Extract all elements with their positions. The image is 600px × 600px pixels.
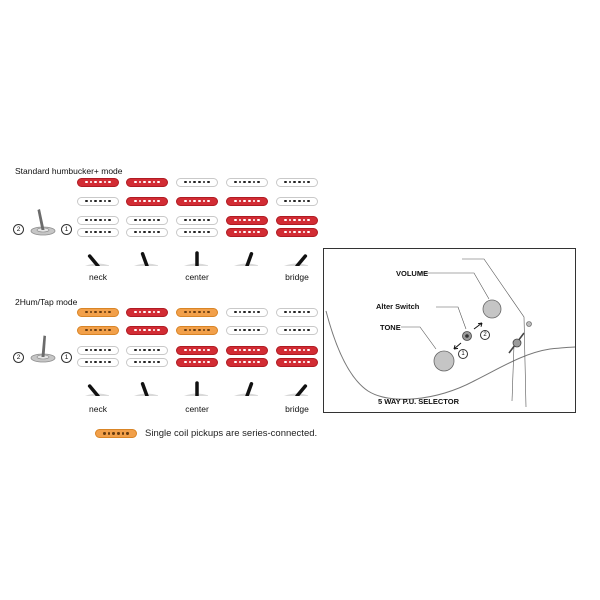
pickup-middle [226, 326, 268, 335]
pickup-humbucker-coil [226, 358, 268, 367]
selector-position-icon [234, 252, 258, 266]
pickup-top [77, 178, 119, 187]
pickup-humbucker-coil [176, 216, 218, 225]
position-label-neck: neck [89, 404, 107, 414]
switch-number-1: 1 [61, 224, 72, 235]
switch-number-2: 2 [13, 352, 24, 363]
selector-position-icon [184, 381, 208, 396]
position-label-bridge: bridge [285, 272, 309, 282]
selector-position-icon [284, 384, 308, 396]
controls-diagram: VOLUME Alter Switch TONE 5 WAY P.U. SELE… [323, 248, 576, 413]
legend: Single coil pickups are series-connected… [95, 428, 317, 439]
selector-position-icon [284, 254, 308, 266]
mini-toggle-switch-icon [30, 335, 56, 363]
pickup-humbucker-coil [276, 346, 318, 355]
pickup-top [126, 308, 168, 317]
pickup-middle [77, 326, 119, 335]
pickup-middle [276, 326, 318, 335]
pickup-humbucker-coil [276, 228, 318, 237]
pickup-middle [126, 326, 168, 335]
pickup-humbucker-coil [77, 228, 119, 237]
pickup-humbucker-coil [176, 228, 218, 237]
pickup-humbucker-coil [126, 346, 168, 355]
pickup-humbucker-coil [276, 216, 318, 225]
pickup-humbucker-coil [276, 358, 318, 367]
pickup-humbucker-coil [226, 346, 268, 355]
pickup-top [176, 308, 218, 317]
pickup-top [176, 178, 218, 187]
mode-title-standard: Standard humbucker+ mode [15, 166, 123, 176]
alter-position-2: 2 [480, 330, 490, 340]
pickup-humbucker-coil [226, 228, 268, 237]
selector-position-icon [234, 382, 258, 396]
selector-position-icon [134, 252, 158, 266]
pickup-humbucker-coil [176, 346, 218, 355]
pickup-top [276, 308, 318, 317]
pickup-middle [77, 197, 119, 206]
alter-position-1: 1 [458, 349, 468, 359]
legend-text: Single coil pickups are series-connected… [145, 428, 318, 439]
selector-position-icon [134, 382, 158, 396]
position-label-center: center [185, 272, 209, 282]
pickup-humbucker-coil [126, 228, 168, 237]
pickup-humbucker-coil [77, 358, 119, 367]
pickup-humbucker-coil [126, 216, 168, 225]
pickup-top [226, 178, 268, 187]
pickup-middle [226, 197, 268, 206]
pickup-middle [176, 197, 218, 206]
pickup-humbucker-coil [226, 216, 268, 225]
mode-title-2hum-tap: 2Hum/Tap mode [15, 297, 78, 307]
volume-label: VOLUME [396, 269, 429, 278]
pickup-top [226, 308, 268, 317]
switch-number-1: 1 [61, 352, 72, 363]
pickup-middle [276, 197, 318, 206]
pickup-humbucker-coil [176, 358, 218, 367]
pickup-humbucker-coil [126, 358, 168, 367]
mini-toggle-switch-icon [30, 209, 56, 236]
pickup-top [77, 308, 119, 317]
switch-number-2: 2 [13, 224, 24, 235]
pickup-humbucker-coil [77, 216, 119, 225]
tone-label: TONE [380, 323, 401, 332]
controls-diagram-drawing [325, 258, 575, 408]
pickup-top [276, 178, 318, 187]
alter-switch-label: Alter Switch [376, 302, 420, 311]
selector-position-icon [85, 254, 109, 266]
pickup-humbucker-coil [77, 346, 119, 355]
legend-pickup-icon [95, 429, 137, 438]
selector-position-icon [85, 384, 109, 396]
pickup-middle [176, 326, 218, 335]
position-label-neck: neck [89, 272, 107, 282]
position-label-bridge: bridge [285, 404, 309, 414]
pickup-middle [126, 197, 168, 206]
selector-position-icon [184, 251, 208, 266]
position-label-center: center [185, 404, 209, 414]
selector-label: 5 WAY P.U. SELECTOR [378, 397, 460, 406]
pickup-top [126, 178, 168, 187]
